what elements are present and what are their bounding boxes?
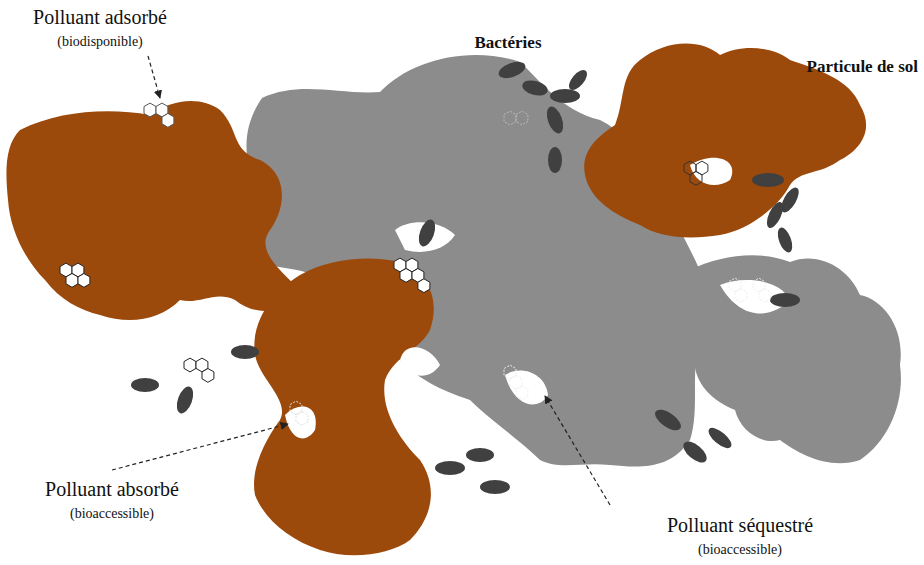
pollutant-molecule	[684, 161, 708, 185]
label-note: (biodisponible)	[57, 34, 143, 49]
bacterium	[435, 461, 465, 475]
bacterium	[652, 406, 685, 435]
pollutant-molecule	[290, 401, 308, 425]
bacterium	[752, 173, 784, 187]
pollutant-molecule	[504, 111, 528, 125]
bacterium	[131, 378, 159, 392]
pollutant-molecule	[60, 263, 90, 287]
bacterium	[496, 59, 527, 82]
label-title: Bactéries	[474, 34, 541, 53]
bacterium	[466, 448, 494, 462]
bacterium	[705, 424, 734, 451]
pollutant-molecule	[184, 358, 214, 382]
bacterium	[548, 147, 562, 173]
bacterium	[680, 438, 710, 467]
bacterium	[775, 226, 795, 255]
label-title: Polluant absorbé	[45, 478, 179, 500]
bacterium	[544, 104, 567, 135]
label-title: Polluant adsorbé	[33, 6, 167, 28]
bacterium	[231, 345, 259, 359]
label-note: (bioaccessible)	[70, 506, 154, 521]
label-note: (bioaccessible)	[698, 542, 782, 557]
soil-particle	[6, 101, 300, 320]
pollutant-molecule	[504, 365, 528, 400]
bacterium	[770, 293, 800, 307]
label-title: Particule de sol	[807, 58, 918, 77]
bacterium	[521, 78, 550, 98]
bacterium	[764, 200, 787, 230]
soil-particle	[681, 255, 901, 463]
bacterium	[566, 67, 591, 93]
pollutant-molecule	[729, 278, 771, 302]
soil-particle	[254, 258, 434, 555]
label-title: Polluant séquestré	[667, 514, 813, 536]
pollutant-molecule	[144, 103, 174, 127]
pollutant-molecule	[394, 258, 430, 293]
bacterium	[174, 384, 197, 415]
bacterium	[416, 217, 439, 248]
bacterium	[550, 89, 580, 103]
bacterium	[480, 480, 510, 494]
